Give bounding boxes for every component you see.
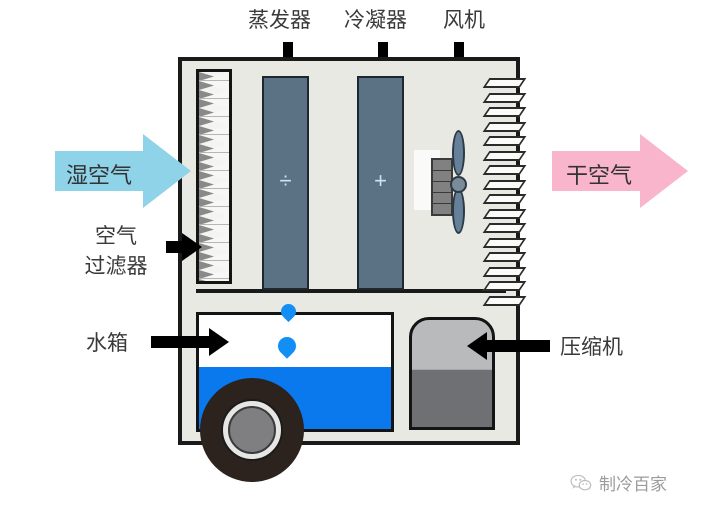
label-air-filter: 空气 过滤器 (68, 222, 164, 282)
louver-slat (482, 136, 527, 146)
evaporator-symbol: ÷ (279, 168, 292, 193)
evaporator-component: ÷ (262, 76, 309, 290)
label-wet-air: 湿空气 (66, 163, 133, 188)
label-fan: 风机 (443, 9, 485, 32)
louver-slat (482, 78, 527, 88)
filter-pleat (199, 198, 229, 216)
filter-pleat (199, 126, 229, 144)
louver-slat (482, 208, 527, 219)
louver-slat (482, 295, 527, 306)
louver-slat (482, 92, 527, 103)
filter-pleat (199, 162, 229, 180)
internal-divider (196, 289, 506, 293)
louver-slat (482, 165, 527, 175)
condenser-component: + (357, 76, 404, 290)
louver-slat (482, 194, 527, 204)
condenser-symbol: + (374, 168, 387, 193)
filter-pleat (199, 72, 229, 90)
label-condenser: 冷凝器 (344, 9, 407, 32)
louver-slat (482, 281, 527, 291)
louver-slat (482, 179, 527, 190)
pointer-arrow-air-filter (166, 233, 202, 261)
filter-pleat (199, 270, 229, 281)
fan-hub (450, 176, 467, 193)
wet-air-flow-arrow (55, 134, 191, 208)
filter-pleat (199, 90, 229, 108)
filter-pleat (199, 252, 229, 270)
label-air-filter-line2: 过滤器 (84, 255, 148, 278)
label-compressor: 压缩机 (560, 336, 623, 359)
louver-slat (482, 252, 527, 262)
label-dry-air: 干空气 (566, 163, 633, 188)
filter-pleat (199, 216, 229, 234)
filter-pleat (199, 234, 229, 252)
louver-slat (482, 121, 527, 132)
filter-pleat (199, 144, 229, 162)
fan-blade-top (452, 130, 465, 176)
filter-pleat (199, 180, 229, 198)
dry-air-flow-arrow (552, 134, 688, 208)
pointer-arrow-water-tank (151, 328, 229, 356)
louver-slat (482, 223, 527, 233)
louver-slat (482, 266, 527, 277)
wheel-hub (228, 406, 276, 454)
watermark-text: 制冷百家 (599, 475, 667, 494)
louver-slat (482, 237, 527, 248)
filter-pleat (199, 108, 229, 126)
label-water-tank: 水箱 (86, 332, 128, 355)
louver-slat (482, 107, 527, 117)
label-air-filter-line1: 空气 (95, 225, 137, 248)
fan-blade-bottom (452, 188, 465, 234)
label-evaporator: 蒸发器 (248, 9, 311, 32)
louver-slat (482, 150, 527, 161)
pointer-arrow-compressor (467, 332, 550, 360)
exhaust-louvers (482, 78, 527, 310)
wechat-icon (570, 474, 592, 491)
watermark: 制冷百家 (570, 470, 667, 495)
air-filter-component (196, 69, 232, 284)
